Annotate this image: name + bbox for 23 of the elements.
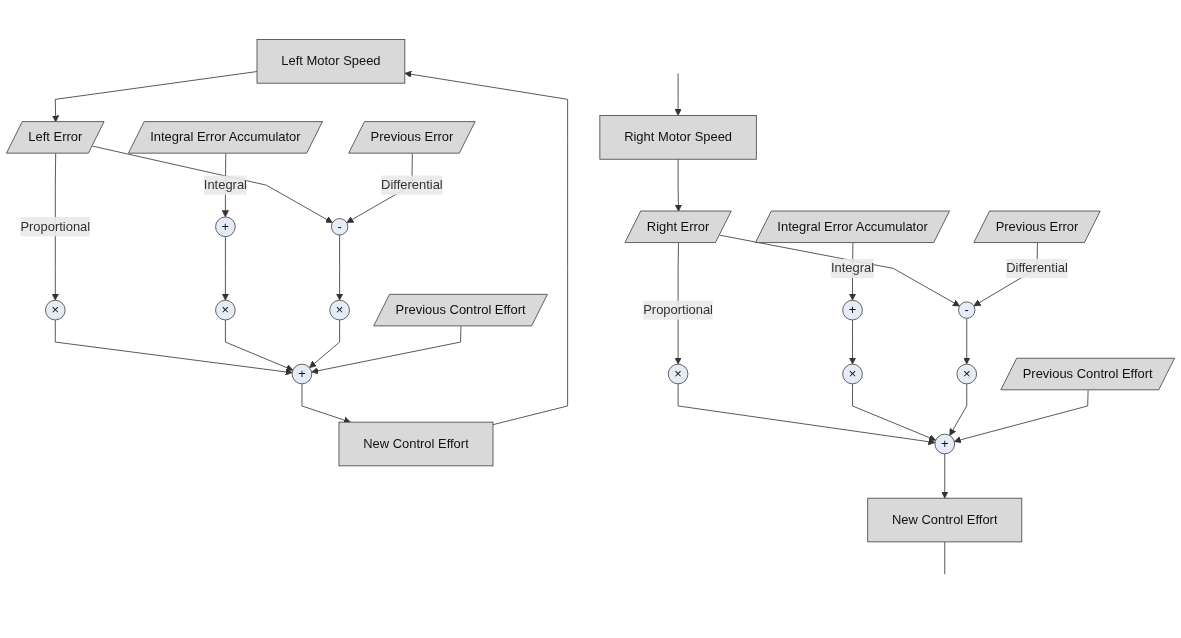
edge-label: Differential <box>381 177 443 192</box>
node-circle: × <box>667 363 689 385</box>
node-circle: + <box>291 363 313 385</box>
node-circle: + <box>842 299 863 321</box>
node-circle: - <box>958 301 976 319</box>
node-circle: + <box>934 433 955 455</box>
edge-label: Differential <box>1006 261 1068 275</box>
node-circle: - <box>331 218 349 236</box>
node-box: Left Motor Speed <box>256 39 406 84</box>
node-circle: × <box>956 363 977 385</box>
edge-label: Integral <box>203 177 247 192</box>
node-box: New Control Effort <box>867 497 1023 543</box>
node-box: Right Motor Speed <box>599 115 757 160</box>
edge-label: Proportional <box>20 219 91 234</box>
edge-label: Proportional <box>643 302 713 317</box>
node-box: New Control Effort <box>338 421 494 467</box>
node-circle: × <box>329 299 350 321</box>
node-circle: × <box>215 299 236 321</box>
node-circle: × <box>45 299 66 321</box>
edge-label: Integral <box>830 261 875 275</box>
node-circle: × <box>842 363 863 385</box>
connector <box>944 541 946 575</box>
node-circle: + <box>215 216 236 238</box>
